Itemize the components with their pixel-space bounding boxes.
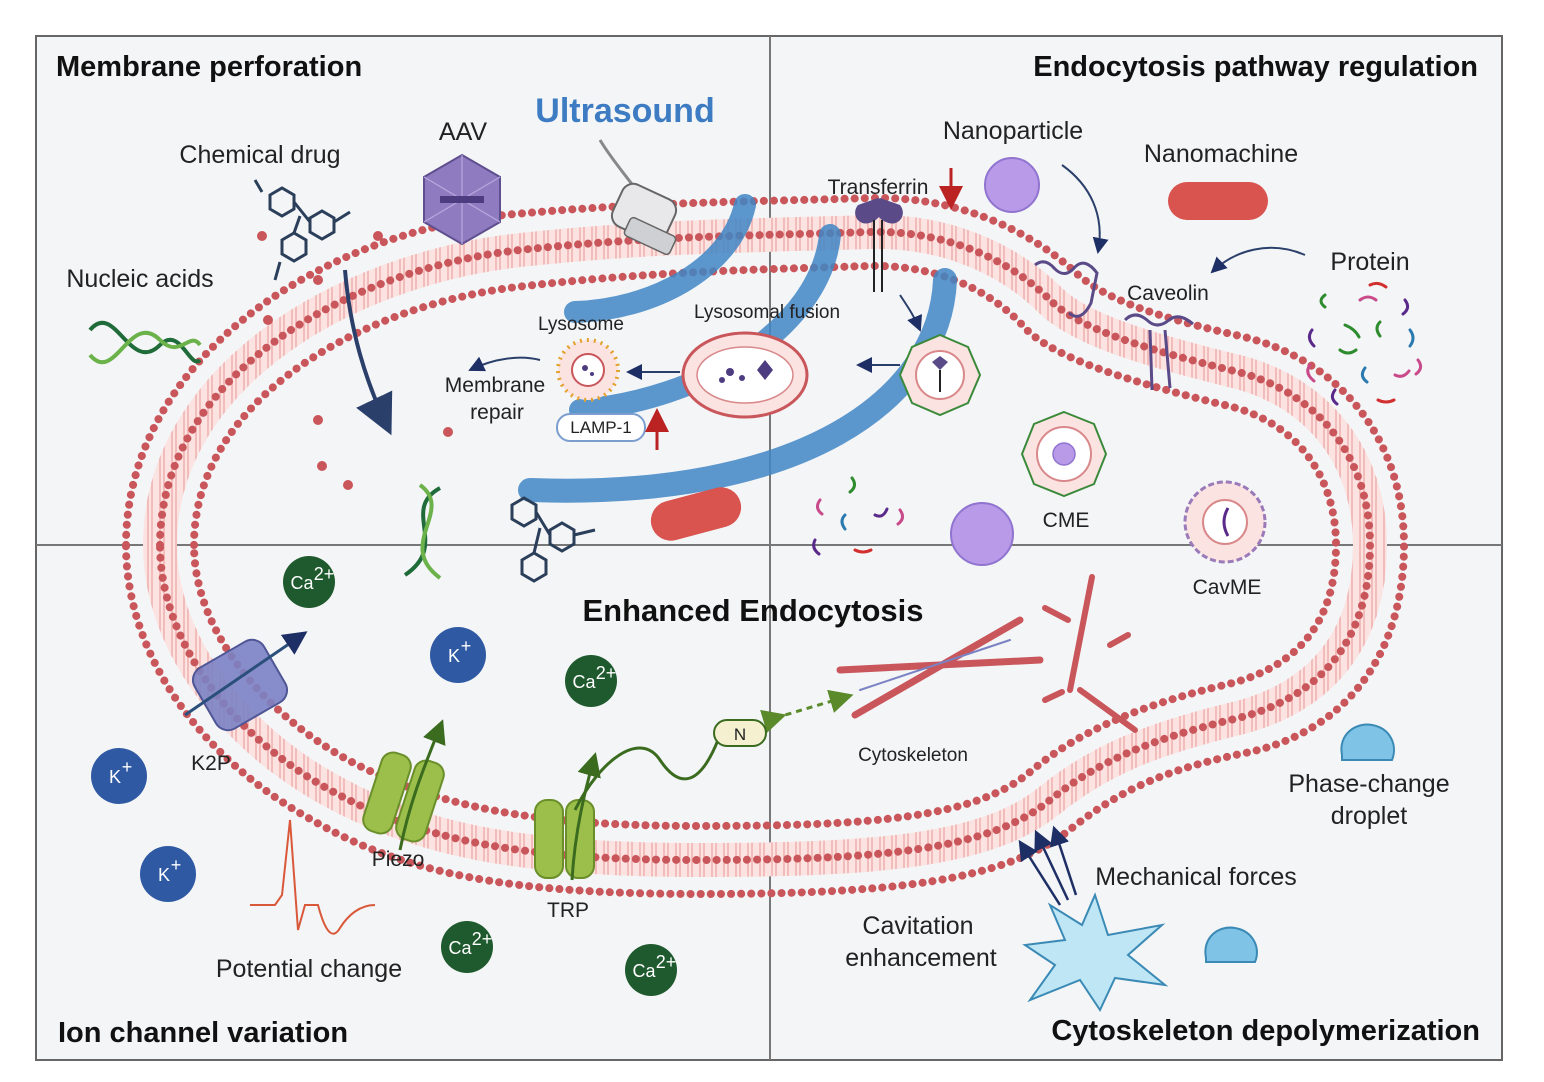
svg-text:Ca: Ca bbox=[632, 961, 656, 981]
title-membrane-perforation: Membrane perforation bbox=[56, 51, 362, 83]
label-nanomachine: Nanomachine bbox=[1144, 140, 1298, 168]
label-membrane-repair-line1: Membrane bbox=[445, 374, 545, 397]
k-ion: K + bbox=[140, 846, 196, 902]
lysosome-icon bbox=[556, 338, 620, 402]
lysosomal-fusion-icon bbox=[681, 331, 809, 419]
svg-text:+: + bbox=[171, 855, 182, 875]
svg-text:+: + bbox=[461, 636, 472, 656]
phase-change-droplet-icon bbox=[1340, 723, 1395, 761]
label-lysosome: Lysosome bbox=[538, 314, 624, 335]
label-mechanical-forces: Mechanical forces bbox=[1095, 863, 1296, 891]
svg-text:K: K bbox=[158, 865, 170, 885]
trp-channel-icon bbox=[534, 739, 720, 881]
nanomachine-icon bbox=[1168, 182, 1268, 220]
label-piezo: Piezo bbox=[372, 848, 425, 871]
label-phase-change-line2: droplet bbox=[1331, 802, 1407, 830]
svg-text:K: K bbox=[448, 646, 460, 666]
ultrasound-probe-icon bbox=[598, 139, 678, 256]
quadrant-frame bbox=[35, 35, 1503, 1061]
ca-ion: Ca 2+ bbox=[565, 655, 617, 707]
svg-text:2+: 2+ bbox=[314, 564, 335, 584]
repair-arrow bbox=[468, 356, 541, 372]
transferrin-vesicle-arrow bbox=[899, 294, 922, 332]
svg-text:2+: 2+ bbox=[596, 663, 617, 683]
label-transferrin: Transferrin bbox=[828, 176, 929, 199]
k-ion: K + bbox=[430, 627, 486, 683]
ca-ion: Ca 2+ bbox=[283, 556, 335, 608]
transferrin-receptor-icon bbox=[855, 198, 903, 292]
ultrasound-label: Ultrasound bbox=[535, 92, 714, 130]
protein-fragments-icon bbox=[1306, 281, 1423, 406]
svg-text:+: + bbox=[122, 757, 133, 777]
label-cavme: CavME bbox=[1193, 576, 1262, 599]
cme-vesicle-icon bbox=[1020, 410, 1108, 498]
label-lysosomal-fusion: Lysosomal fusion bbox=[694, 302, 840, 323]
label-cavitation-line2: enhancement bbox=[845, 944, 997, 972]
title-cytoskeleton-depolymerization: Cytoskeleton depolymerization bbox=[1051, 1015, 1480, 1047]
aav-capsid-icon bbox=[423, 153, 501, 246]
nanoparticle-arrow bbox=[1061, 164, 1109, 254]
k2p-channel-icon bbox=[184, 631, 308, 732]
label-cavitation-line1: Cavitation bbox=[862, 912, 973, 940]
nanoparticle-icon bbox=[984, 157, 1040, 213]
piezo-channel-icon bbox=[362, 719, 446, 851]
label-k2p: K2P bbox=[191, 752, 231, 775]
label-protein: Protein bbox=[1330, 248, 1409, 276]
label-nucleic-acids: Nucleic acids bbox=[66, 265, 213, 293]
n-domain-badge bbox=[713, 719, 767, 747]
cytoskeleton-link-arrow bbox=[760, 689, 854, 733]
drug-entry-arrow bbox=[343, 269, 393, 436]
cavme-vesicle-icon bbox=[1183, 480, 1267, 564]
svg-text:2+: 2+ bbox=[656, 952, 677, 972]
label-chemical-drug: Chemical drug bbox=[179, 141, 340, 169]
label-potential-change: Potential change bbox=[216, 955, 402, 983]
dna-helix-icon bbox=[88, 320, 202, 365]
svg-text:Ca: Ca bbox=[572, 672, 596, 692]
label-phase-change-line1: Phase-change bbox=[1288, 770, 1449, 798]
chemical-drug-icon-inner bbox=[510, 496, 596, 583]
title-ion-channel-variation: Ion channel variation bbox=[58, 1017, 348, 1049]
nanomachine-icon-inner bbox=[650, 487, 742, 541]
label-n-domain: N bbox=[734, 725, 746, 744]
svg-text:2+: 2+ bbox=[472, 929, 493, 949]
label-lamp1: LAMP-1 bbox=[570, 418, 631, 437]
clathrin-vesicle-icon bbox=[898, 333, 982, 417]
svg-text:Ca: Ca bbox=[448, 938, 472, 958]
center-title: Enhanced Endocytosis bbox=[582, 593, 923, 628]
mechanical-force-arrows bbox=[1018, 825, 1078, 906]
label-membrane-repair-line2: repair bbox=[470, 401, 524, 424]
k-ion: K + bbox=[91, 748, 147, 804]
potential-change-waveform-icon bbox=[250, 819, 376, 935]
ca-ion: Ca 2+ bbox=[441, 921, 493, 973]
ca-ion: Ca 2+ bbox=[625, 944, 677, 996]
title-endocytosis-regulation: Endocytosis pathway regulation bbox=[1033, 51, 1478, 83]
label-cme: CME bbox=[1043, 509, 1090, 532]
protein-fragments-inner-icon bbox=[812, 476, 905, 556]
nanoparticle-icon-inner bbox=[950, 502, 1014, 566]
protein-arrow bbox=[1210, 246, 1306, 274]
label-nanoparticle: Nanoparticle bbox=[943, 117, 1083, 145]
label-aav: AAV bbox=[439, 118, 487, 146]
dna-helix-icon-inner bbox=[403, 483, 442, 580]
label-cytoskeleton: Cytoskeleton bbox=[858, 745, 968, 766]
caveolin-icon bbox=[1034, 260, 1194, 391]
svg-text:K: K bbox=[109, 767, 121, 787]
chemical-drug-icon bbox=[253, 179, 351, 281]
cytoskeleton-filaments-icon bbox=[836, 574, 1138, 733]
phase-change-droplet-icon-small bbox=[1204, 926, 1258, 963]
svg-text:Ca: Ca bbox=[290, 573, 314, 593]
detached-lipids bbox=[257, 231, 453, 490]
label-caveolin: Caveolin bbox=[1127, 282, 1209, 305]
label-trp: TRP bbox=[547, 899, 589, 922]
cavitation-burst-icon bbox=[1022, 892, 1169, 1013]
